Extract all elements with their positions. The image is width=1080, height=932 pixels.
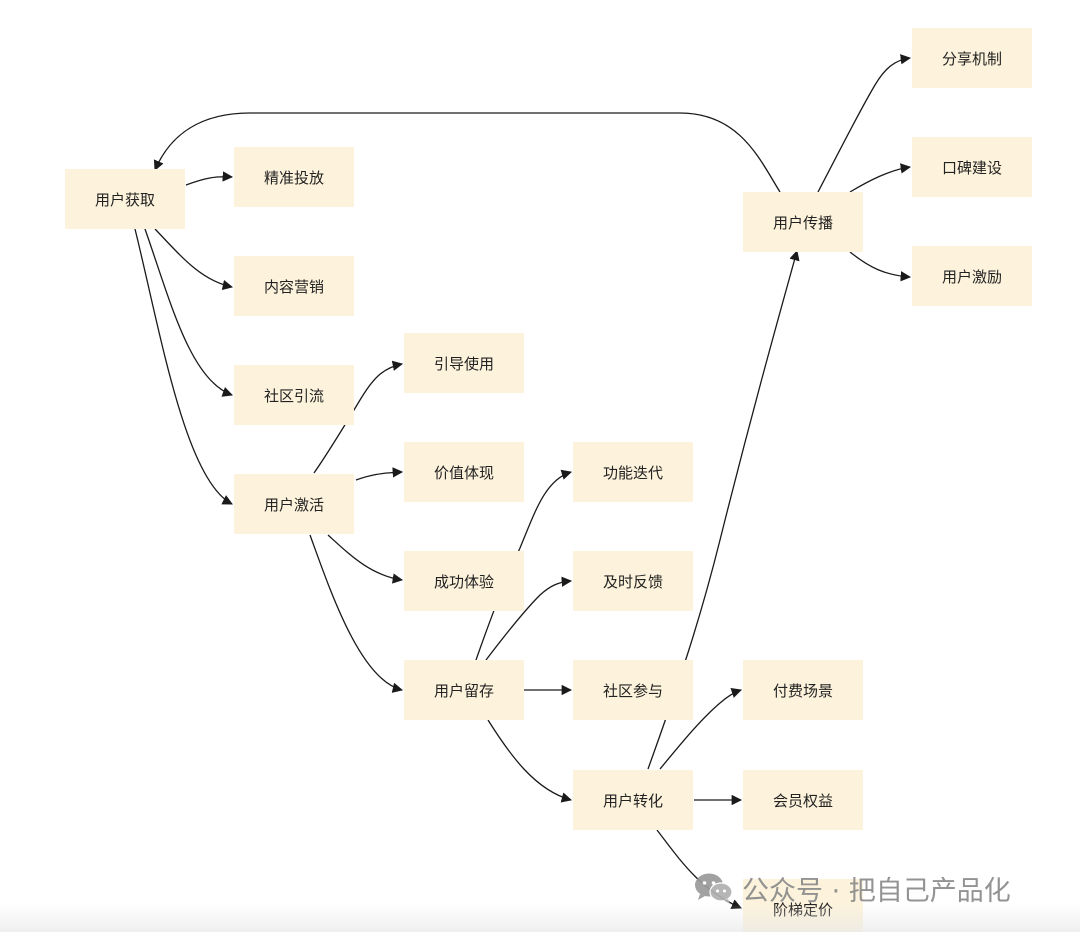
node-success-experience: 成功体验 bbox=[404, 551, 524, 611]
node-guide-usage: 引导使用 bbox=[404, 333, 524, 393]
edge-acq-activation bbox=[134, 228, 233, 505]
node-user-spread: 用户传播 bbox=[743, 192, 863, 252]
edge-retention-feedback bbox=[485, 576, 573, 661]
edge-activation-guide bbox=[313, 360, 404, 474]
wechat-icon bbox=[695, 873, 733, 904]
edge-acq-content bbox=[154, 228, 234, 291]
node-share-mechanism: 分享机制 bbox=[912, 28, 1032, 88]
node-user-incentive: 用户激励 bbox=[912, 246, 1032, 306]
edge-activation-retention bbox=[309, 534, 404, 693]
node-feature-iteration: 功能迭代 bbox=[573, 442, 693, 502]
node-value-realization: 价值体现 bbox=[404, 442, 524, 502]
edge-conversion-paid bbox=[659, 688, 742, 770]
node-word-of-mouth: 口碑建设 bbox=[912, 137, 1032, 197]
node-precise-ads: 精准投放 bbox=[234, 147, 354, 207]
edge-acq-community bbox=[144, 228, 233, 397]
node-user-acquisition: 用户获取 bbox=[65, 169, 185, 229]
node-paid-scenario: 付费场景 bbox=[743, 660, 863, 720]
edge-activation-value bbox=[355, 467, 404, 481]
edge-retention-conversion bbox=[487, 719, 573, 803]
node-content-marketing: 内容营销 bbox=[234, 256, 354, 316]
edge-spread-wom bbox=[849, 163, 912, 193]
edge-spread-acq bbox=[153, 112, 781, 193]
edge-acq-ads bbox=[185, 171, 234, 186]
watermark-text: 公众号 · 把自己产品化 bbox=[742, 875, 1011, 907]
watermark: 公众号 · 把自己产品化 bbox=[694, 868, 1011, 908]
node-community-participation: 社区参与 bbox=[573, 660, 693, 720]
node-community-traffic: 社区引流 bbox=[234, 365, 354, 425]
edge-activation-success bbox=[327, 534, 404, 584]
node-user-activation: 用户激活 bbox=[234, 474, 354, 534]
bottom-fade bbox=[0, 904, 1080, 932]
edge-spread-incentive bbox=[849, 251, 912, 282]
edge-spread-share bbox=[817, 54, 912, 193]
node-timely-feedback: 及时反馈 bbox=[573, 551, 693, 611]
node-user-retention: 用户留存 bbox=[404, 660, 524, 720]
edge-retention-iteration bbox=[475, 469, 572, 661]
node-membership-benefits: 会员权益 bbox=[743, 770, 863, 830]
node-user-conversion: 用户转化 bbox=[573, 770, 693, 830]
